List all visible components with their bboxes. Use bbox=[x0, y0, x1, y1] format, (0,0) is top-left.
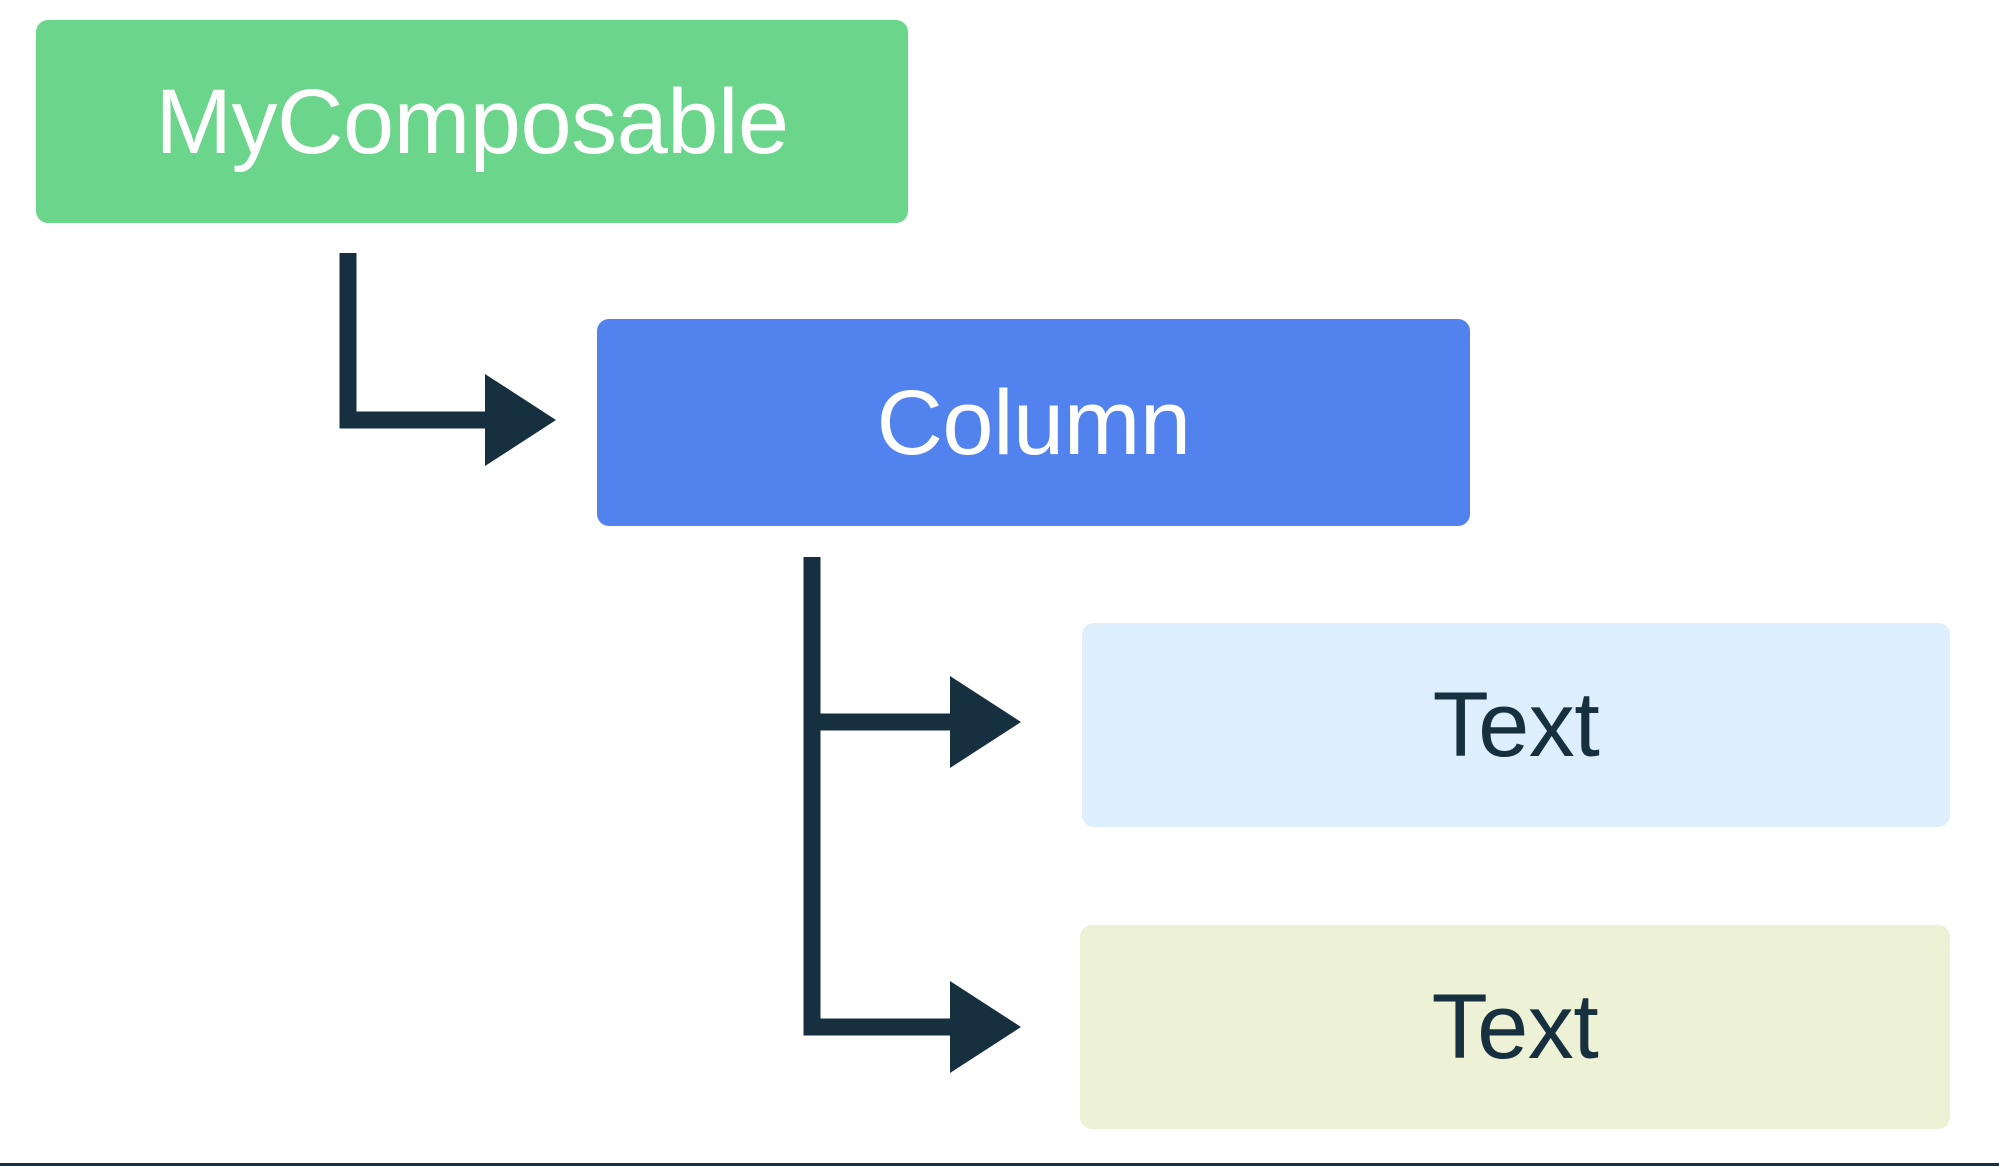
node-text-1-label: Text bbox=[1432, 674, 1600, 776]
edge-root-to-column bbox=[339, 253, 556, 466]
node-column-label: Column bbox=[876, 371, 1191, 474]
edge-root-to-column-line bbox=[339, 253, 490, 429]
node-column[interactable]: Column bbox=[597, 319, 1470, 526]
node-my-composable[interactable]: MyComposable bbox=[36, 20, 908, 223]
arrowhead-column-to-text-2 bbox=[950, 981, 1021, 1073]
bottom-divider bbox=[0, 1163, 1999, 1166]
node-text-2[interactable]: Text bbox=[1080, 925, 1950, 1129]
edge-column-to-text-1-line bbox=[803, 557, 955, 731]
node-text-2-label: Text bbox=[1431, 976, 1599, 1078]
node-my-composable-label: MyComposable bbox=[155, 70, 789, 173]
arrowhead-root-to-column bbox=[485, 374, 556, 466]
edge-column-to-text-2-line bbox=[803, 722, 955, 1036]
node-text-1[interactable]: Text bbox=[1082, 623, 1950, 827]
edge-column-to-text-2 bbox=[803, 722, 1021, 1073]
arrowhead-column-to-text-1 bbox=[950, 676, 1021, 768]
edge-column-to-text-1 bbox=[803, 557, 1021, 768]
